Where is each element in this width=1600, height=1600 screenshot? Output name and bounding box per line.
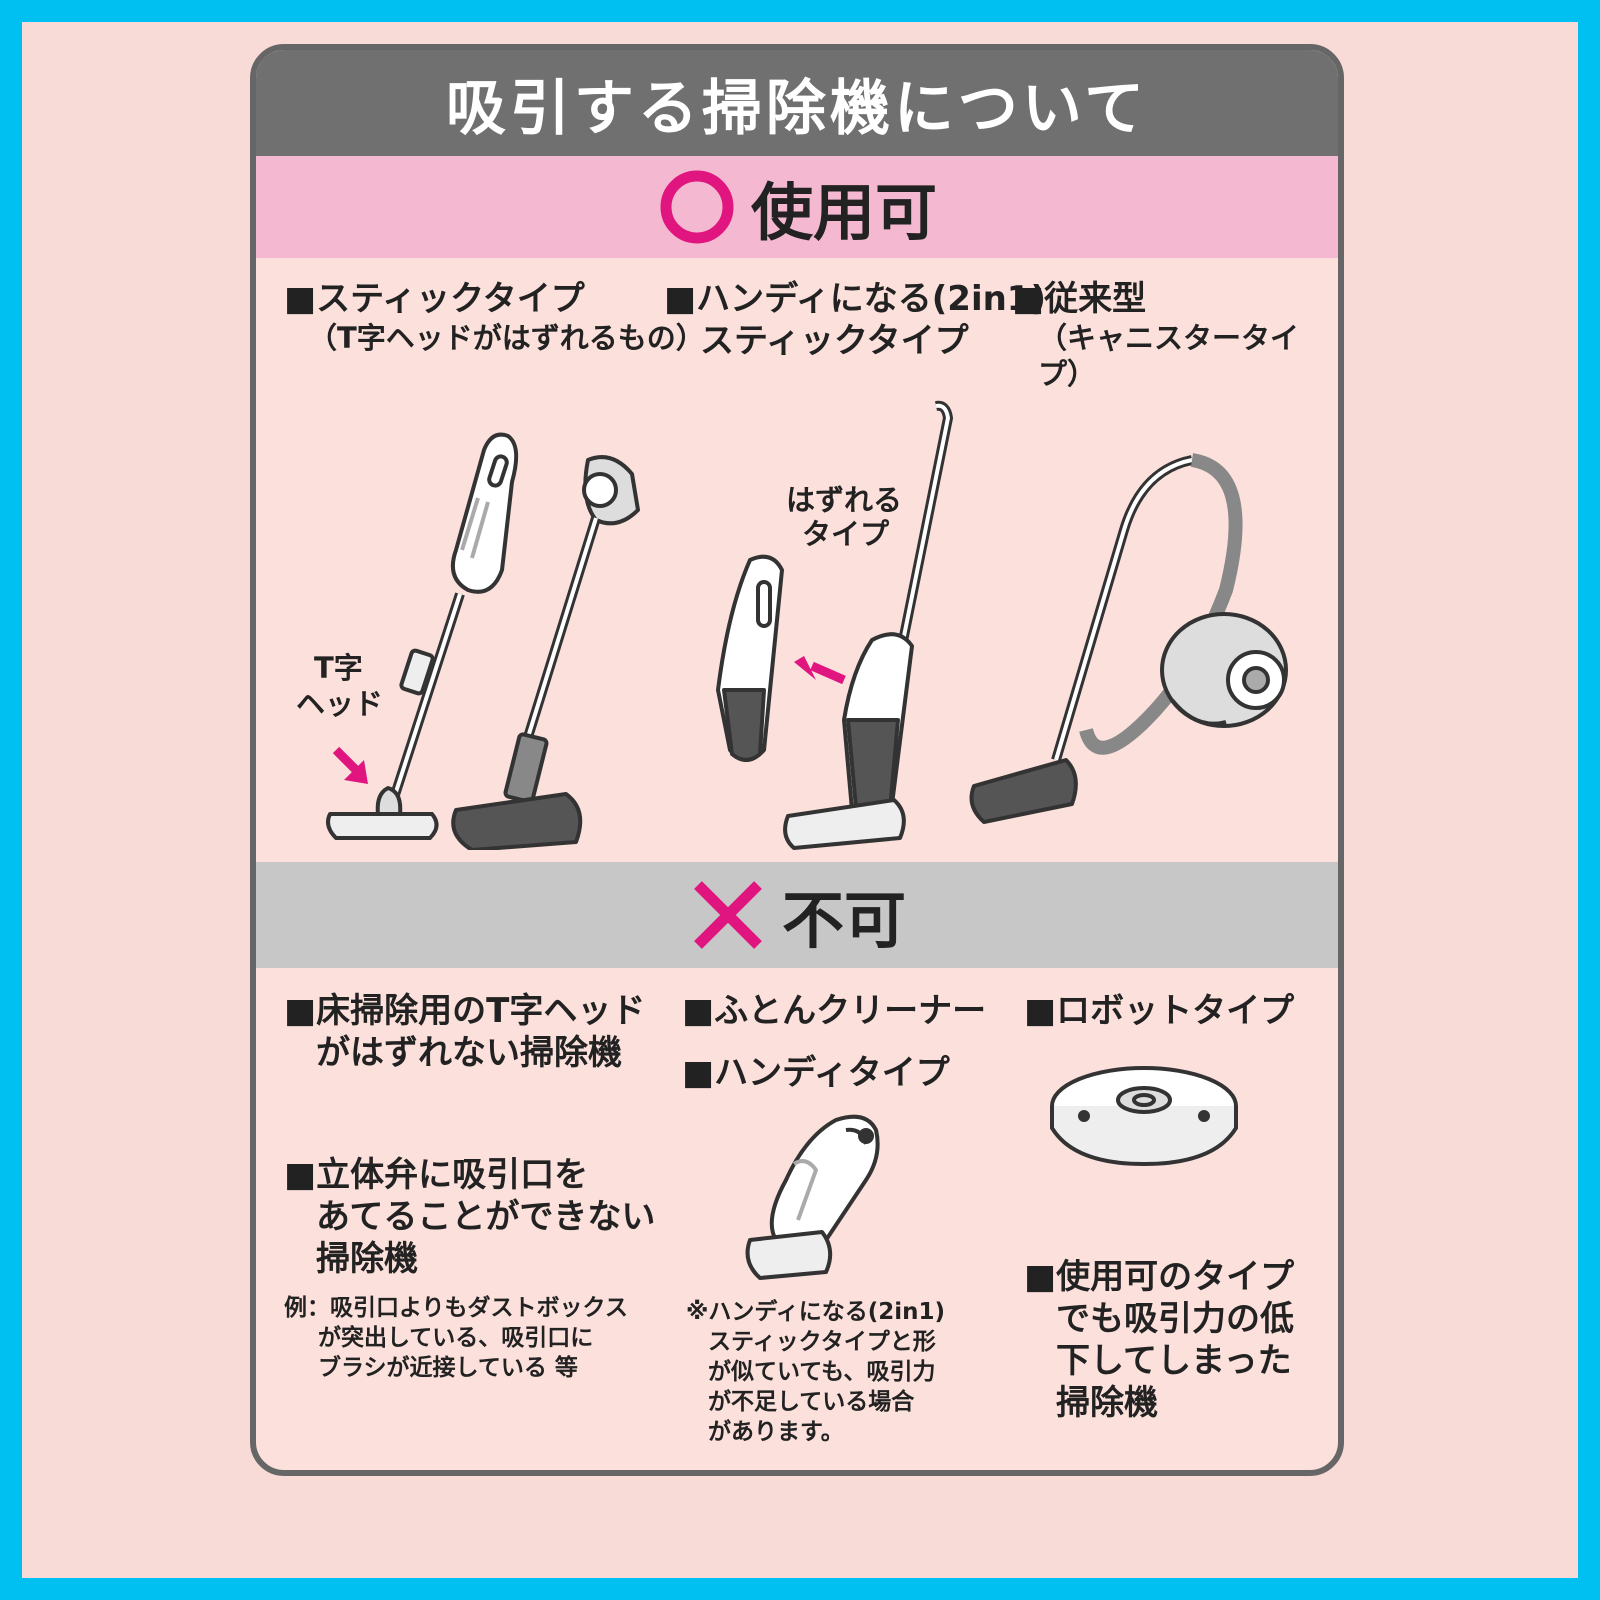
weak-suction-line-1: ■使用可のタイプ — [1024, 1257, 1295, 1297]
note-line-1: ※ハンディになる(2in1) — [686, 1299, 946, 1325]
robot-type-title: ■ロボットタイプ — [1024, 991, 1295, 1031]
no-detach-title-2: がはずれない掃除機 — [316, 1033, 622, 1073]
page-background: 吸引する掃除機について 使用可 ■スティックタイプ （T字ヘッドがはずれるもの）… — [22, 22, 1578, 1578]
example-line-2: が突出している、吸引口に — [318, 1325, 594, 1351]
valve-title-2: あてることができない — [316, 1197, 656, 1237]
2in1-vacuum-illustration — [716, 400, 953, 850]
note-line-4: が不足している場合 — [708, 1389, 915, 1415]
stick-type-sub: （T字ヘッドがはずれるもの） — [308, 321, 705, 355]
detach-label-2: タイプ — [802, 517, 890, 551]
example-line-3: ブラシが近接している 等 — [318, 1355, 578, 1381]
stick-vacuum-illustration — [326, 432, 640, 850]
cross-ng-icon — [694, 881, 762, 949]
weak-suction-line-4: 掃除機 — [1056, 1383, 1158, 1423]
t-head-label-1: T字 — [314, 651, 363, 685]
page-title: 吸引する掃除機について — [256, 50, 1338, 156]
handy-type-title: ■ハンディタイプ — [682, 1053, 950, 1093]
info-card: 吸引する掃除機について 使用可 ■スティックタイプ （T字ヘッドがはずれるもの）… — [250, 44, 1344, 1476]
canister-type-sub: （キャニスタータイプ） — [1038, 321, 1300, 392]
usable-label: 使用可 — [750, 176, 937, 249]
2in1-type-sub: スティックタイプ — [700, 321, 969, 361]
canister-type-title: ■従来型 — [1012, 279, 1147, 319]
valve-title-3: 掃除機 — [316, 1239, 418, 1279]
handy-vacuum-illustration — [745, 1114, 880, 1280]
circle-ok-icon — [660, 170, 734, 244]
title-text: 吸引する掃除機について — [445, 73, 1149, 144]
weak-suction-line-2: でも吸引力の低 — [1056, 1299, 1294, 1339]
example-line-1: 例：吸引口よりもダストボックス — [284, 1295, 628, 1321]
note-line-3: が似ていても、吸引力 — [708, 1359, 936, 1385]
unusable-section-header: 不可 — [256, 862, 1338, 968]
robot-vacuum-illustration — [1050, 1066, 1238, 1167]
weak-suction-line-3: 下してしまった — [1056, 1341, 1292, 1381]
canister-vacuum-illustration — [969, 453, 1288, 824]
usable-section-header: 使用可 — [256, 156, 1338, 258]
t-head-label-2: ヘッド — [296, 687, 384, 721]
note-line-2: スティックタイプと形 — [708, 1329, 936, 1355]
unusable-label: 不可 — [781, 884, 906, 957]
valve-title-1: ■立体弁に吸引口を — [284, 1155, 589, 1195]
detach-label-1: はずれる — [786, 483, 903, 517]
note-line-5: があります。 — [708, 1419, 844, 1445]
stick-type-title: ■スティックタイプ — [284, 279, 585, 319]
futon-cleaner-title: ■ふとんクリーナー — [682, 991, 987, 1031]
2in1-type-title: ■ハンディになる(2in1) — [664, 279, 1046, 319]
no-detach-title-1: ■床掃除用のT字ヘッド — [284, 991, 646, 1031]
